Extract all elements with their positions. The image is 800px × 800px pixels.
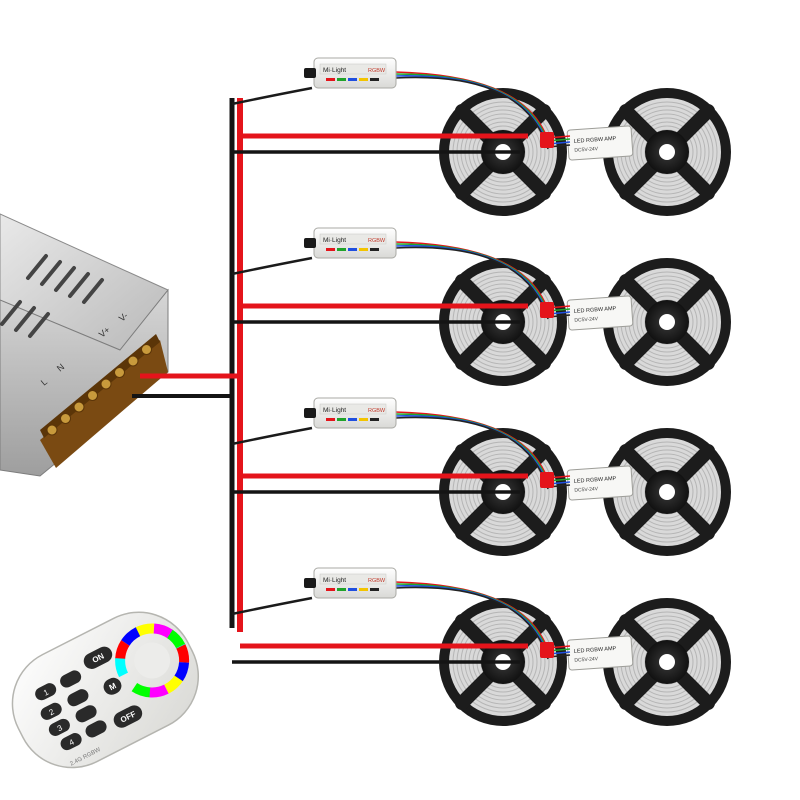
led-strip-reel [603,88,731,216]
remote-m-label: M [108,681,118,692]
dc-jack [304,238,316,248]
controller-brand: Mi·Light [323,237,346,244]
rgb-remote: ON OFF M 1 2 3 4 2.4G RGBW [11,611,200,769]
controller-power-lead [231,596,313,616]
amplifier-label: LED RGBW AMP [574,136,617,145]
amplifier-spec: DC5V-24V [574,486,599,494]
terminal-label-l: L [39,377,49,388]
rgbw-controller: Mi·Light RGBW [304,567,397,599]
controller-power-lead [231,256,313,276]
amplifier-spec: DC5V-24V [574,316,599,324]
amplifier-spec: DC5V-24V [574,146,599,154]
controller-brand: Mi·Light [323,407,346,414]
rgbw-controller: Mi·Light RGBW [304,397,397,429]
dc-jack [304,68,316,78]
remote-zone-1-on[interactable] [33,681,59,703]
power-supply: V- V+ N L [0,213,169,477]
terminal-screw [141,344,152,355]
controller-power-lead [231,86,313,106]
remote-zone-3-off[interactable] [73,703,99,725]
strip-connector [540,132,554,148]
controller-power-lead [231,426,313,446]
reel-center-hole [659,144,675,160]
remote-zone-2-label: 2 [48,707,57,717]
terminal-screw [60,413,71,424]
controller-model: RGBW [368,578,386,584]
color-wheel[interactable] [109,617,195,703]
bus-bars [229,98,243,632]
rgb-signal-wire [394,76,549,150]
remote-zone-4-label: 4 [68,737,77,747]
strip-connector [540,472,554,488]
reel-center-hole [659,654,675,670]
remote-zone-1-label: 1 [42,687,51,697]
dc-jack [304,578,316,588]
remote-zone-1-off[interactable] [58,668,84,690]
dc-jack [304,408,316,418]
reel-center-hole [659,314,675,330]
remote-on-button[interactable] [81,644,115,672]
vent-slots [0,254,104,338]
terminal-screw [46,424,58,436]
rgb-signal-wire [394,416,549,490]
remote-m-button[interactable] [101,675,124,697]
terminal-screw [87,390,98,401]
terminal-screws [46,344,152,436]
amplifier-spec: DC5V-24V [574,656,599,664]
terminal-screw [127,355,139,367]
terminal-screw [73,401,85,413]
amplifier-label: LED RGBW AMP [574,476,617,485]
remote-zone-2-on[interactable] [38,701,64,723]
remote-zone-3-on[interactable] [47,717,73,739]
controller-brand: Mi·Light [323,67,346,74]
rgbw-controller: Mi·Light RGBW [304,227,397,259]
amplifier-label: LED RGBW AMP [574,306,617,315]
controller-model: RGBW [368,408,386,414]
strip-connector [540,642,554,658]
rgbw-controller: Mi·Light RGBW [304,57,397,89]
terminal-screw [100,378,112,390]
led-strip-reel [603,598,731,726]
remote-off-button[interactable] [111,703,145,731]
terminal-label-n: N [55,362,66,374]
rgb-signal-wire [394,586,549,660]
terminal-screw [114,367,125,378]
amplifier-label: LED RGBW AMP [574,646,617,655]
controller-model: RGBW [368,238,386,244]
remote-zone-buttons: 1 2 3 4 [33,668,109,753]
controller-model: RGBW [368,68,386,74]
led-strip-reel [603,258,731,386]
psu-feed-wires [132,373,240,398]
led-strip-reel [603,428,731,556]
remote-zone-2-off[interactable] [65,687,91,709]
strip-connector [540,302,554,318]
remote-zone-3-label: 3 [56,723,65,733]
remote-zone-4-on[interactable] [58,731,84,753]
reel-center-hole [659,484,675,500]
remote-zone-4-off[interactable] [83,718,109,740]
rgb-signal-wire [394,246,549,320]
controller-brand: Mi·Light [323,577,346,584]
